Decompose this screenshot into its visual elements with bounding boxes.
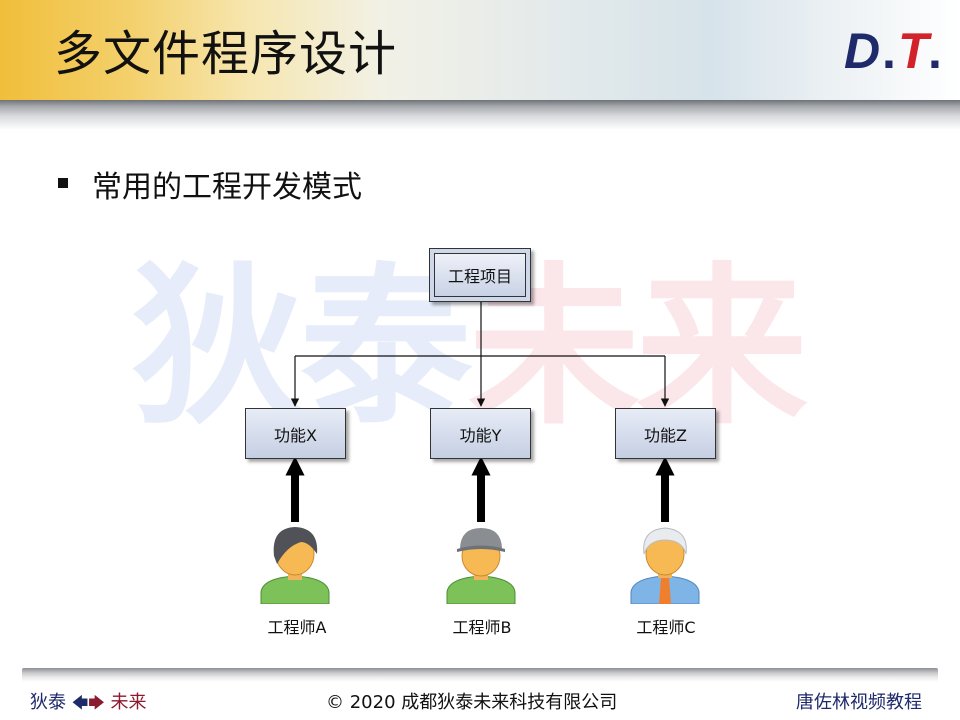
- watermark-part1: 狄泰: [132, 247, 472, 448]
- title-bar-shadow: [0, 100, 960, 130]
- engineer-c-icon: [630, 527, 700, 604]
- logo-dot-2: .: [928, 23, 942, 78]
- bullet-marker: [58, 178, 68, 188]
- node-project-label: 工程项目: [434, 253, 526, 297]
- engineer-b-label: 工程师B: [452, 618, 512, 637]
- logo-letter-t: T: [898, 23, 933, 78]
- bullet-text: 常用的工程开发模式: [92, 170, 362, 205]
- footer-arrow-left-icon: 🡄: [71, 693, 89, 712]
- title-bar: [0, 0, 960, 104]
- node-project: 工程项目: [429, 248, 531, 302]
- logo-letter-d: D: [844, 23, 880, 78]
- dt-logo: D . T .: [844, 23, 942, 78]
- footer-brand-part2: 未来: [110, 692, 147, 713]
- engineer-a-label: 工程师A: [267, 618, 327, 637]
- footer-brand-part1: 狄泰: [30, 692, 66, 713]
- footer-brand: 狄泰 🡄🡆 未来: [30, 688, 147, 719]
- footer-arrow-right-icon: 🡆: [88, 693, 105, 712]
- engineer-c-label: 工程师C: [636, 618, 696, 637]
- engineer-b-icon: [446, 528, 516, 604]
- engineer-a-icon: [260, 527, 330, 604]
- page-title: 多文件程序设计: [54, 26, 398, 82]
- footer-divider: [22, 668, 938, 682]
- footer-course: 唐佐林视频教程: [796, 692, 922, 713]
- node-function-y: 功能Y: [430, 408, 531, 459]
- footer-copyright: © 2020 成都狄泰未来科技有限公司: [326, 692, 618, 713]
- logo-dot-1: .: [882, 23, 896, 78]
- node-function-z: 功能Z: [615, 408, 716, 459]
- node-function-x: 功能X: [245, 408, 346, 459]
